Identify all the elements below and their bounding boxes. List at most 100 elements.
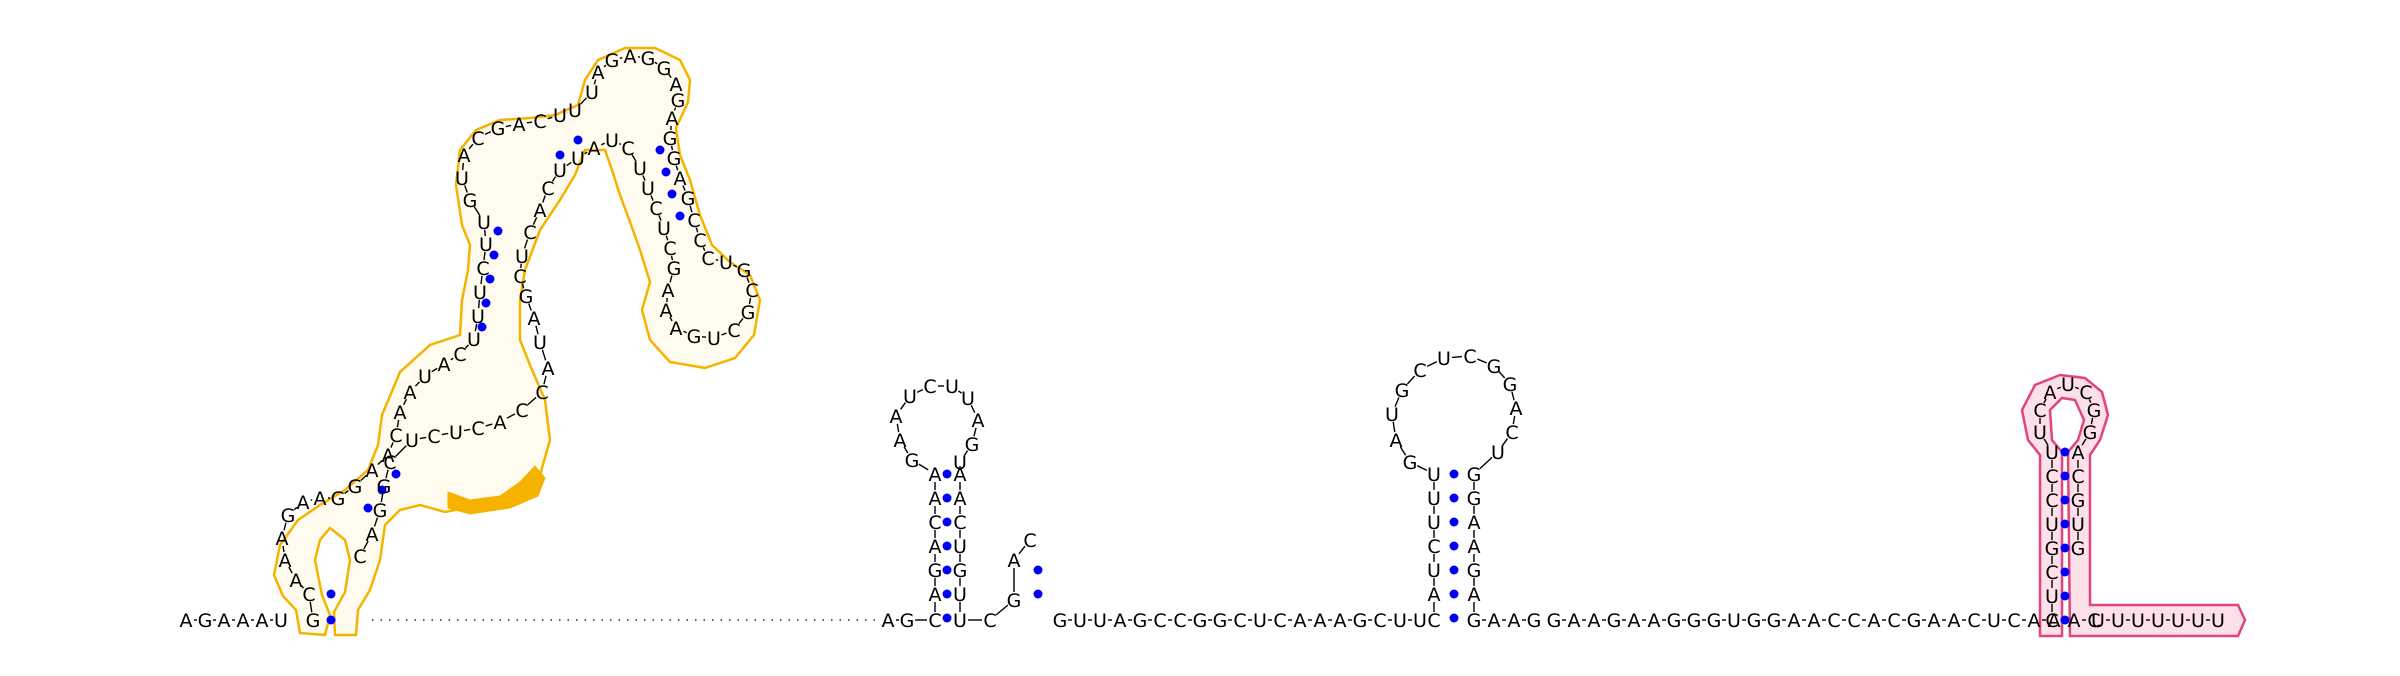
nucleotide: U: [633, 158, 647, 180]
backbone-link: [527, 396, 537, 406]
nucleotide: A: [438, 354, 451, 376]
backbone-link: [2081, 438, 2087, 446]
backbone-link: [682, 185, 686, 191]
nucleotide: G: [1907, 610, 1922, 632]
backbone-link: [363, 540, 369, 550]
nucleotide: G: [687, 326, 702, 348]
backbone-link: [377, 459, 383, 466]
nucleotide: A: [1568, 610, 1581, 632]
backbone-link: [535, 325, 539, 335]
nucleotide: U: [2191, 610, 2205, 632]
nucleotide: C: [471, 128, 484, 150]
nucleotide: A: [404, 382, 417, 404]
backbone-link: [1502, 438, 1508, 446]
backbone-link: [1399, 446, 1407, 456]
backbone-link: [288, 566, 293, 574]
backbone-link: [485, 423, 493, 427]
nucleotide: A: [1294, 610, 1307, 632]
nucleotide: G: [681, 188, 696, 210]
nucleotide: U: [274, 610, 288, 632]
nucleotide: G: [605, 50, 620, 72]
base-pair-dot: [2060, 519, 2070, 529]
backbone-link: [918, 463, 929, 471]
nucleotide: C: [1505, 422, 1518, 444]
nucleotide: G: [1607, 610, 1622, 632]
backbone-link: [464, 185, 468, 193]
nucleotide: A: [1488, 610, 1501, 632]
nucleotide: A: [290, 570, 303, 592]
nucleotide: C: [1427, 610, 1440, 632]
backbone-link: [900, 402, 906, 410]
nucleotide: A: [1510, 398, 1523, 420]
nucleotide: U: [467, 329, 481, 351]
nucleotide: C: [513, 266, 526, 288]
nucleotide: C: [471, 418, 484, 440]
nucleotide: G: [519, 286, 534, 308]
nucleotide: U: [533, 332, 547, 354]
base-pair-dot: [391, 469, 401, 479]
nucleotide: A: [237, 610, 250, 632]
nucleotide: C: [541, 178, 554, 200]
nucleotide: G: [373, 500, 388, 522]
nucleotide: G: [377, 476, 392, 498]
nucleotide: C: [621, 138, 634, 160]
nucleotide: A: [2072, 442, 2085, 464]
nucleotide: A: [542, 358, 555, 380]
nucleotide: C: [302, 584, 315, 606]
nucleotide: C: [649, 198, 662, 220]
nucleotide: U: [2211, 610, 2225, 632]
base-pair-dot: [1449, 565, 1459, 575]
backbone-link: [396, 419, 400, 428]
nucleotide: A: [662, 280, 675, 302]
nucleotide: C: [1413, 360, 1426, 382]
base-pair-dot: [661, 167, 671, 177]
nucleotide: A: [670, 74, 683, 96]
base-pair-dot: [942, 517, 952, 527]
nucleotide: C: [1427, 536, 1440, 558]
backbone-link: [395, 445, 407, 457]
nucleotide: A: [2048, 610, 2061, 632]
nucleotide: C: [687, 210, 700, 232]
nucleotide: C: [928, 512, 941, 534]
backbone-link: [480, 275, 483, 285]
nucleotide: U: [2045, 442, 2059, 464]
nucleotide: C: [515, 400, 528, 422]
nucleotide: C: [1847, 610, 1860, 632]
base-pair-dot: [489, 250, 499, 260]
backbone-link: [1479, 456, 1493, 470]
backbone-link: [738, 317, 744, 325]
backbone-link: [473, 206, 481, 216]
nucleotide: A: [624, 46, 637, 68]
backbone-link: [521, 283, 525, 289]
backbone-link: [373, 517, 379, 527]
nucleotide: A: [1468, 512, 1481, 534]
nucleotide: G: [1007, 590, 1022, 612]
nucleotide: A: [1008, 550, 1021, 572]
backbone-link: [461, 162, 465, 171]
nucleotide: C: [476, 258, 489, 280]
nucleotide: C: [693, 230, 706, 252]
backbone-link: [431, 367, 438, 373]
base-pair-dot: [2060, 543, 2070, 553]
backbone-link: [1511, 391, 1515, 401]
backbone-link: [2090, 417, 2094, 425]
nucleotide: C: [1233, 610, 1246, 632]
backbone-link: [2043, 398, 2047, 404]
nucleotide: U: [405, 430, 419, 452]
nucleotide: A: [366, 524, 379, 546]
nucleotide: U: [707, 328, 721, 350]
nucleotide: C: [923, 376, 936, 398]
nucleotide: A: [588, 138, 601, 160]
backbone-link: [695, 227, 699, 233]
base-pair-dot: [1449, 613, 1459, 623]
base-pair-dot: [1033, 565, 1043, 575]
backbone-link: [463, 428, 471, 432]
nucleotide: C: [389, 425, 402, 447]
nucleotide: U: [1987, 610, 2001, 632]
nucleotide: A: [366, 460, 379, 482]
backbone-link: [650, 195, 654, 201]
nucleotide: U: [1385, 404, 1399, 426]
nucleotide: U: [1413, 610, 1427, 632]
base-pair-dot: [1449, 517, 1459, 527]
nucleotide: G: [2071, 490, 2086, 512]
